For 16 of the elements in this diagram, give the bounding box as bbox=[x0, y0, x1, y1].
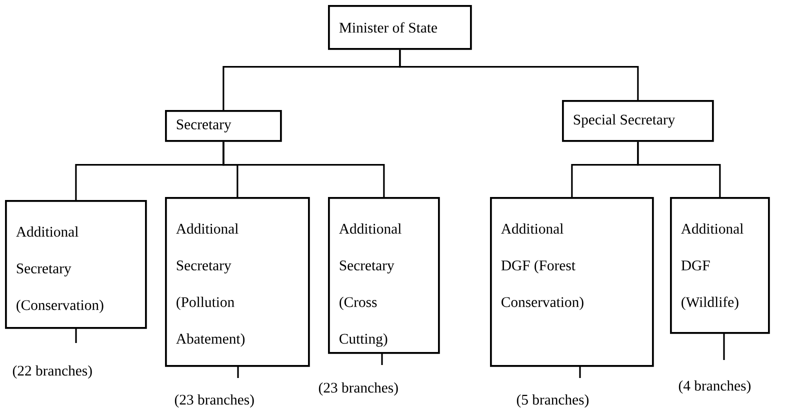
branch-count: (23 branches) bbox=[174, 394, 254, 408]
branch-count: (23 branches) bbox=[318, 382, 398, 396]
title-box: Secretary bbox=[165, 110, 282, 142]
title-box: Additional DGF (Forest Conservation) bbox=[490, 197, 654, 367]
connector-line bbox=[637, 142, 721, 197]
title-box: Special Secretary bbox=[562, 100, 714, 142]
title-box: Additional DGF (Wildlife) bbox=[670, 197, 770, 334]
connector-line bbox=[399, 50, 639, 100]
branch-count: (4 branches) bbox=[678, 380, 751, 394]
connector-line bbox=[222, 142, 385, 197]
branch-count: (22 branches) bbox=[12, 365, 92, 379]
title-box: Minister of State bbox=[328, 5, 472, 50]
title-box: Additional Secretary (Conservation) bbox=[5, 200, 147, 329]
branch-count: (5 branches) bbox=[516, 394, 589, 408]
title-box: Additional Secretary (Pollution Abatement) bbox=[165, 197, 310, 367]
title-box: Additional Secretary (Cross Cutting) bbox=[328, 197, 440, 354]
